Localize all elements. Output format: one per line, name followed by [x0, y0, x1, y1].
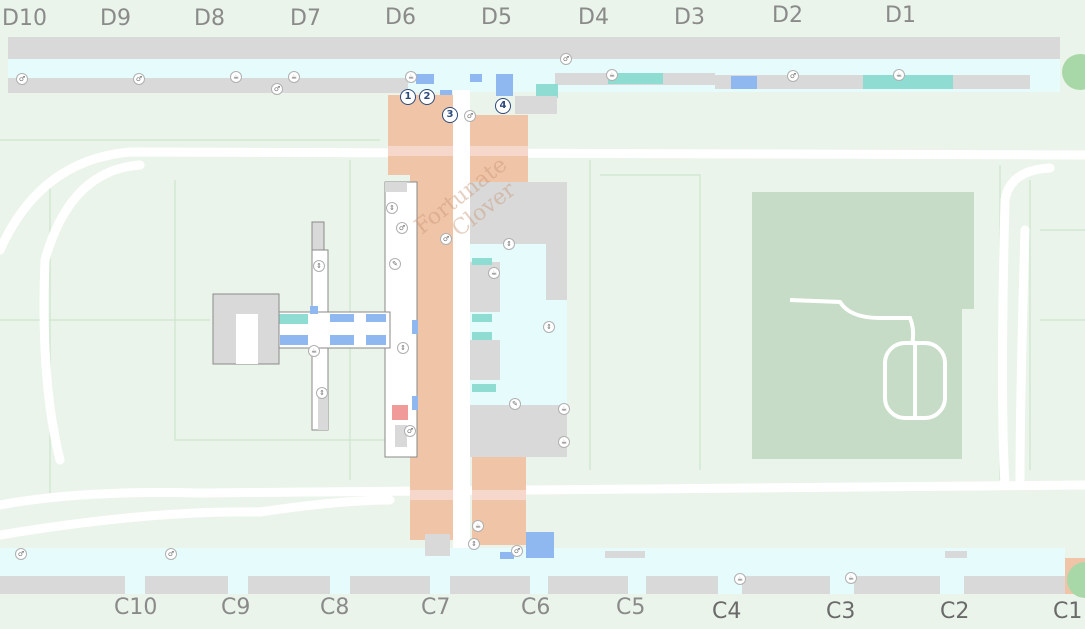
restroom-icon[interactable]: ♂ [15, 548, 27, 560]
east-satellite-building[interactable] [470, 182, 567, 457]
restroom-icon[interactable]: ♂ [16, 73, 28, 85]
gate-d9[interactable]: D9 [100, 6, 131, 31]
d-shop-teal-3[interactable] [536, 84, 558, 98]
shop-icon[interactable]: ✎ [389, 258, 401, 270]
gate-c1[interactable]: C1 [1053, 599, 1083, 624]
food-icon[interactable]: ☕ [893, 69, 905, 81]
d-shop-teal-1[interactable] [608, 73, 663, 84]
d-service-block [515, 96, 557, 114]
restroom-icon[interactable]: ♂ [396, 222, 408, 234]
gate-d4[interactable]: D4 [578, 5, 609, 30]
marker-4[interactable]: 4 [495, 98, 511, 114]
restroom-icon[interactable]: ♂ [271, 83, 283, 95]
gate-c3[interactable]: C3 [826, 599, 856, 624]
shop-icon[interactable]: ✎ [509, 398, 521, 410]
c-shop-blue-2[interactable] [500, 552, 514, 559]
marker-1[interactable]: 1 [400, 89, 416, 105]
gate-c2[interactable]: C2 [940, 599, 970, 624]
gate-c4[interactable]: C4 [712, 599, 742, 624]
food-icon[interactable]: ☕ [558, 403, 570, 415]
c-jetway-gaps [125, 576, 964, 594]
restroom-icon[interactable]: ♂ [511, 545, 523, 557]
d-shop-blue-1[interactable] [731, 76, 757, 89]
food-icon[interactable]: ☕ [606, 69, 618, 81]
restroom-icon[interactable]: ♂ [133, 73, 145, 85]
d-shop-blue-4[interactable] [470, 74, 482, 82]
c-service-block-2 [945, 551, 967, 558]
c-service-block-3 [605, 551, 645, 558]
elevator-icon[interactable]: ⇕ [503, 238, 515, 250]
c-concourse[interactable] [0, 558, 1065, 580]
elevator-icon[interactable]: ⇕ [397, 342, 409, 354]
d-concourse-roof [8, 37, 1060, 59]
connector-walkway[interactable] [453, 90, 470, 550]
gate-d5[interactable]: D5 [481, 5, 512, 30]
elevator-icon[interactable]: ⇕ [313, 260, 325, 272]
marker-2[interactable]: 2 [419, 89, 435, 105]
gate-d7[interactable]: D7 [290, 6, 321, 31]
d-shop-blue-5[interactable] [496, 74, 513, 96]
restroom-icon[interactable]: ♂ [440, 233, 452, 245]
corridor-road-crossing-1 [388, 146, 453, 156]
food-icon[interactable]: ☕ [230, 71, 242, 83]
gate-c10[interactable]: C10 [114, 595, 158, 620]
gate-c5[interactable]: C5 [616, 595, 646, 620]
restroom-icon[interactable]: ♂ [560, 53, 572, 65]
food-icon[interactable]: ☕ [405, 71, 417, 83]
restroom-icon[interactable]: ♂ [404, 425, 416, 437]
d-concourse-gates-west [8, 78, 408, 93]
gate-d3[interactable]: D3 [674, 5, 705, 30]
gate-c9[interactable]: C9 [221, 595, 251, 620]
d-shop-blue-2[interactable] [416, 74, 434, 84]
corridor-road-crossing-2 [470, 146, 528, 156]
elevator-icon[interactable]: ⇕ [316, 387, 328, 399]
tree-top-right [1062, 54, 1085, 90]
marker-3[interactable]: 3 [442, 107, 458, 123]
gate-d8[interactable]: D8 [194, 6, 225, 31]
food-icon[interactable]: ☕ [472, 520, 484, 532]
food-icon[interactable]: ☕ [734, 573, 746, 585]
gate-d6[interactable]: D6 [385, 5, 416, 30]
corridor-road-crossing-4 [472, 490, 526, 500]
gate-d10[interactable]: D10 [2, 6, 47, 31]
tree-bottom-right [1067, 562, 1085, 598]
gate-d2[interactable]: D2 [772, 3, 803, 28]
gate-c6[interactable]: C6 [521, 595, 551, 620]
food-icon[interactable]: ☕ [288, 71, 300, 83]
connector-corridor-west-upper[interactable] [388, 95, 453, 175]
gate-d1[interactable]: D1 [885, 3, 916, 28]
restroom-icon[interactable]: ♂ [464, 110, 476, 122]
d-shop-teal-2[interactable] [863, 75, 953, 89]
c-shop-blue-1[interactable] [526, 532, 554, 558]
restroom-icon[interactable]: ♂ [165, 548, 177, 560]
food-icon[interactable]: ☕ [558, 436, 570, 448]
food-icon[interactable]: ☕ [488, 267, 500, 279]
elevator-icon[interactable]: ⇕ [386, 202, 398, 214]
elevator-icon[interactable]: ⇕ [468, 538, 480, 550]
restroom-icon[interactable]: ♂ [787, 70, 799, 82]
food-icon[interactable]: ☕ [845, 572, 857, 584]
c-service-block [425, 534, 450, 556]
corridor-road-crossing-3 [410, 490, 453, 500]
elevator-icon[interactable]: ⇕ [543, 321, 555, 333]
gate-c8[interactable]: C8 [320, 595, 350, 620]
sports-field [752, 192, 974, 459]
restricted-area [392, 405, 408, 420]
road-network [0, 147, 1085, 540]
gate-c7[interactable]: C7 [421, 595, 451, 620]
food-icon[interactable]: ☕ [308, 345, 320, 357]
west-satellite-building[interactable] [212, 181, 418, 458]
